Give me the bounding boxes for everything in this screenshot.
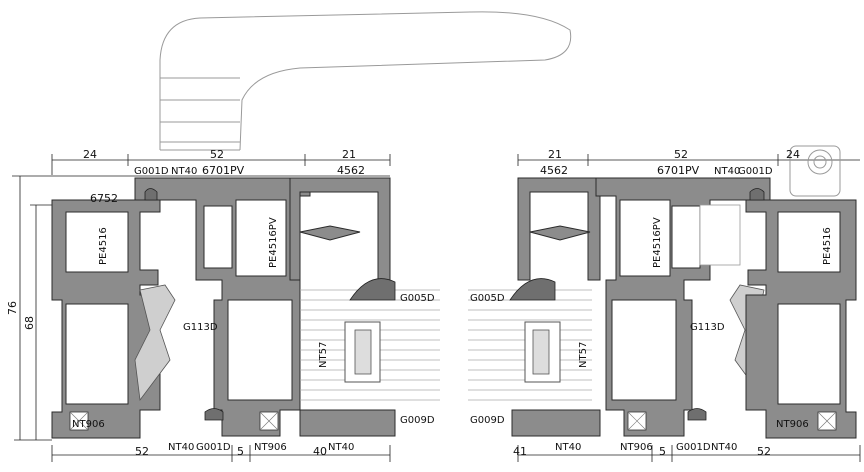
code-left-pe4516: PE4516 (98, 227, 109, 265)
code-left-g005d: G005D (400, 293, 435, 304)
handle-outline (159, 11, 572, 151)
code-left-nt906-a: NT906 (72, 419, 105, 430)
dim-left-bottom-40: 40 (313, 445, 327, 458)
dim-right-bottom-52: 52 (757, 445, 771, 458)
code-right-g113d: G113D (690, 322, 725, 333)
code-left-g113d: G113D (183, 322, 218, 333)
dim-right-bottom-41: 41 (513, 445, 527, 458)
code-right-g001d-bottom: G001D (676, 442, 711, 453)
code-right-nt57: NT57 (578, 342, 589, 368)
code-left-g009d: G009D (400, 415, 435, 426)
code-right-pe4516pv: PE4516PV (652, 217, 663, 268)
dim-left-bottom-52: 52 (135, 445, 149, 458)
dim-left-top-52: 52 (210, 148, 224, 161)
code-right-nt40-bottom-a: NT40 (555, 442, 581, 453)
code-right-nt906-b: NT906 (776, 419, 809, 430)
code-right-pe4516: PE4516 (822, 227, 833, 265)
code-right-4562: 4562 (540, 164, 568, 177)
code-right-g009d: G009D (470, 415, 505, 426)
code-left-g001d-top: G001D (134, 166, 169, 177)
right-dimensions (517, 154, 861, 462)
dim-left-top-24: 24 (83, 148, 97, 161)
right-profile (468, 145, 857, 439)
right-labels: 21 52 24 41 5 52 4562 6701PV NT40 G001D … (470, 148, 833, 458)
dim-right-top-52: 52 (674, 148, 688, 161)
left-dimensions (12, 154, 391, 462)
dim-left-height-68: 68 (23, 316, 36, 330)
code-right-nt906-a: NT906 (620, 442, 653, 453)
dim-left-height-76: 76 (6, 301, 19, 315)
left-profile (51, 177, 440, 439)
code-left-nt57: NT57 (318, 342, 329, 368)
code-left-6701pv: 6701PV (202, 164, 245, 177)
dim-right-top-21: 21 (548, 148, 562, 161)
code-left-nt906-b: NT906 (254, 442, 287, 453)
code-left-nt40-bottom-b: NT40 (328, 442, 354, 453)
code-right-g005d: G005D (470, 293, 505, 304)
code-right-nt40-top: NT40 (714, 166, 740, 177)
dim-right-bottom-5: 5 (659, 445, 666, 458)
code-right-nt40-bottom-b: NT40 (711, 442, 737, 453)
code-left-g001d-bottom: G001D (196, 442, 231, 453)
code-left-nt40-top: NT40 (171, 166, 197, 177)
dim-left-bottom-5: 5 (237, 445, 244, 458)
code-right-g001d-top: G001D (738, 166, 773, 177)
code-left-pe4516pv: PE4516PV (268, 217, 279, 268)
dim-left-top-21: 21 (342, 148, 356, 161)
dim-left-inner-6752: 6752 (90, 192, 118, 205)
code-left-4562: 4562 (337, 164, 365, 177)
dim-right-top-24: 24 (786, 148, 800, 161)
code-right-6701pv: 6701PV (657, 164, 700, 177)
left-labels: 24 52 21 6752 76 68 52 5 40 G001D NT40 6… (6, 148, 435, 458)
code-left-nt40-bottom-a: NT40 (168, 442, 194, 453)
